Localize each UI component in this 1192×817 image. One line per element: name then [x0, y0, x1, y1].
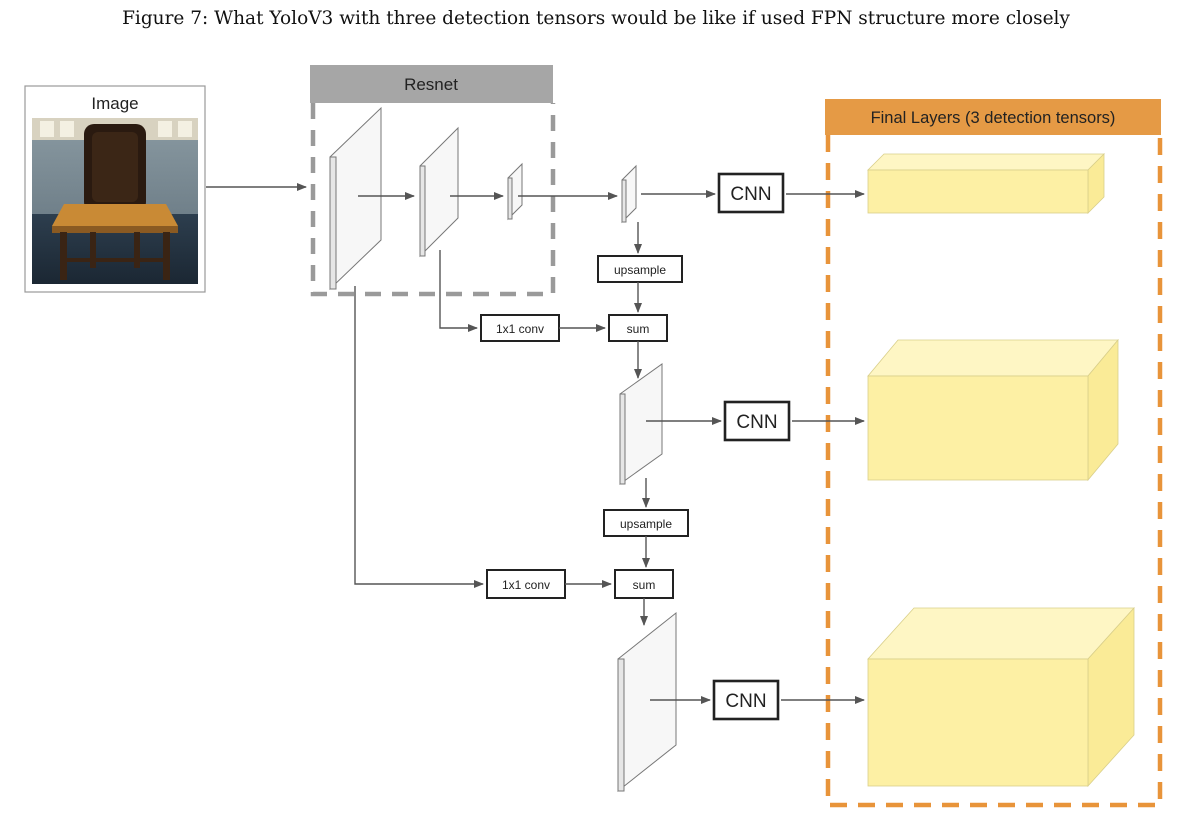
sum-op-2: sum — [614, 569, 674, 599]
detection-tensor-small — [867, 153, 1105, 214]
sum-op-1: sum — [608, 314, 668, 342]
final-layers-header — [825, 99, 1161, 135]
input-image-label: Image — [91, 94, 138, 113]
sum-op-1-label: sum — [627, 322, 650, 336]
connections — [206, 183, 865, 704]
conv1x1-op-2: 1x1 conv — [486, 569, 566, 599]
arrow-c2-to-conv2 — [354, 286, 484, 588]
chair-photo — [32, 118, 198, 284]
cnn-head-3-label: CNN — [725, 691, 766, 712]
arrow-c3-to-conv1 — [439, 250, 478, 332]
figure-caption: Figure 7: What YoloV3 with three detecti… — [122, 8, 1070, 29]
conv1x1-op-1: 1x1 conv — [480, 314, 560, 342]
upsample-op-2: upsample — [603, 509, 689, 537]
pyramid-map-p1 — [621, 164, 637, 224]
pyramid-map-p3 — [617, 611, 677, 793]
conv1x1-op-1-label: 1x1 conv — [496, 322, 544, 336]
detection-tensor-large — [867, 606, 1135, 788]
detection-tensor-medium — [867, 338, 1119, 482]
resnet-label: Resnet — [404, 75, 458, 94]
cnn-head-1: CNN — [717, 172, 785, 214]
resnet-block: Resnet — [310, 65, 556, 297]
cnn-head-1-label: CNN — [730, 184, 771, 205]
upsample-op-2-label: upsample — [620, 517, 672, 531]
cnn-head-2: CNN — [723, 400, 791, 442]
feature-map-c3 — [419, 126, 459, 258]
resnet-header — [310, 65, 553, 103]
sum-op-2-label: sum — [633, 578, 656, 592]
cnn-head-3: CNN — [712, 679, 780, 721]
upsample-op-1-label: upsample — [614, 263, 666, 277]
upsample-op-1: upsample — [597, 255, 683, 283]
input-image-panel: Image — [24, 85, 206, 293]
feature-map-c4 — [507, 162, 523, 221]
final-layers-label: Final Layers (3 detection tensors) — [871, 109, 1116, 127]
final-layers-block: Final Layers (3 detection tensors) — [825, 99, 1163, 808]
pyramid-map-p2 — [619, 363, 663, 485]
resnet-dashed-border — [310, 103, 556, 297]
conv1x1-op-2-label: 1x1 conv — [502, 578, 550, 592]
cnn-head-2-label: CNN — [736, 412, 777, 433]
feature-map-c2 — [329, 106, 382, 291]
